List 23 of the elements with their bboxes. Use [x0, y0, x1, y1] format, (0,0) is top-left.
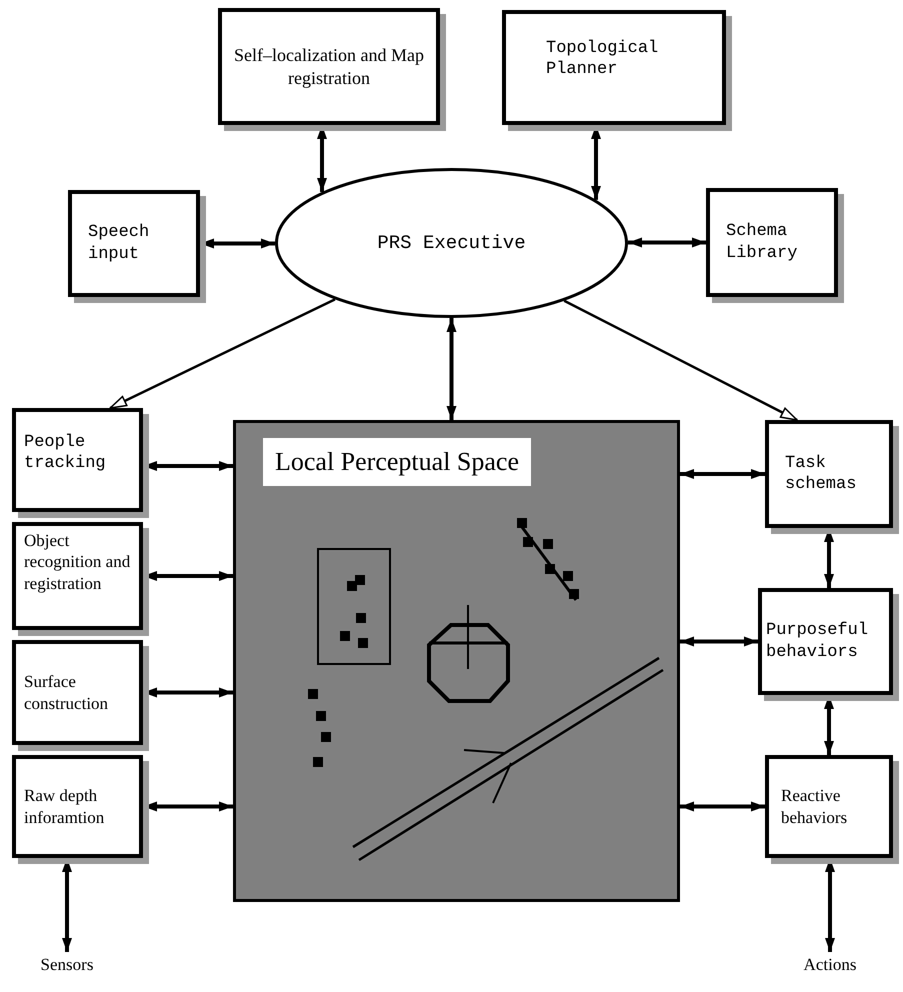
node-text: Task schemas — [785, 452, 858, 496]
node-text: Topological Planner — [546, 38, 660, 80]
arrow — [564, 300, 798, 422]
node-text: Sensors — [40, 954, 94, 976]
node-text: People tracking — [24, 432, 107, 474]
double-arrow — [628, 238, 706, 248]
arrow — [110, 298, 336, 410]
double-arrow — [680, 802, 765, 812]
double-arrow — [680, 469, 765, 479]
node-text: Actions — [804, 954, 856, 976]
node-text: Self–localization and Map registration — [233, 44, 425, 89]
node-text: Schema Library — [726, 221, 798, 264]
double-arrow — [680, 636, 758, 646]
double-arrow — [446, 318, 456, 420]
node-text: Object recognition and registration — [24, 530, 132, 594]
perceptual-space-panel — [233, 420, 680, 902]
node-text: PRS Executive — [377, 230, 526, 256]
node-text: Surface construction — [24, 671, 110, 714]
node-text: Purposeful behaviors — [766, 620, 870, 663]
node-text: Raw depth inforamtion — [24, 785, 106, 828]
node-text: Reactive behaviors — [781, 785, 848, 828]
node-text: Speech input — [88, 222, 150, 265]
panel-title: Local Perceptual Space — [263, 438, 531, 486]
